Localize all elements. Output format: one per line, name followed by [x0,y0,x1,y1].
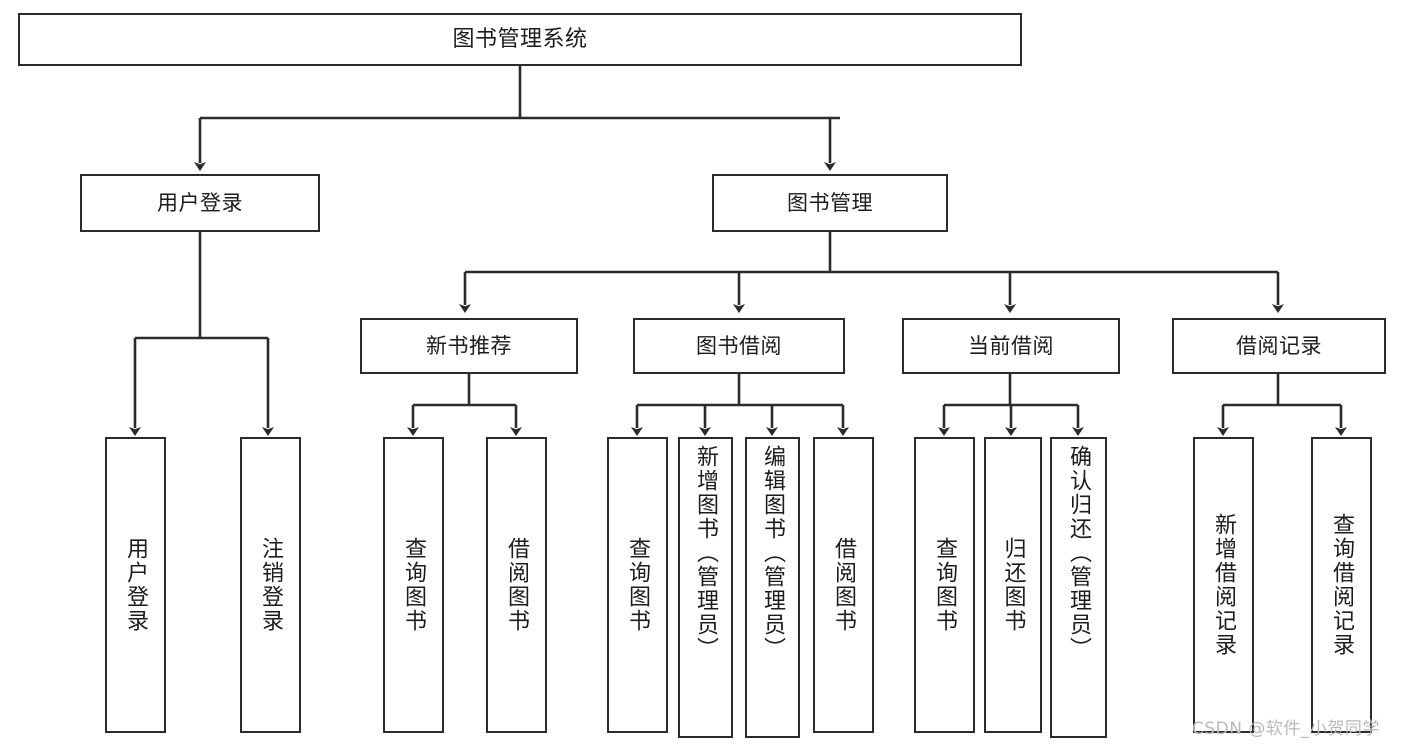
node-label: 查询图书 [401,537,427,633]
node-root-system[interactable]: 图书管理系统 [18,13,1022,66]
node-book-borrow[interactable]: 图书借阅 [633,318,845,374]
leaf-edit-book-admin[interactable]: 编辑图书（管理员） [745,437,800,738]
leaf-query-book-recommend[interactable]: 查询图书 [383,437,444,733]
leaf-user-login[interactable]: 用户登录 [105,437,166,733]
node-label: 归还图书 [1000,537,1026,633]
node-label: 当前借阅 [968,333,1054,358]
node-label: 新书推荐 [426,333,512,358]
leaf-borrow-book[interactable]: 借阅图书 [813,437,874,733]
node-label: 查询图书 [932,537,958,633]
node-borrow-records[interactable]: 借阅记录 [1172,318,1386,374]
node-label: 查询图书 [625,537,651,633]
leaf-add-book-admin[interactable]: 新增图书（管理员） [678,437,733,738]
node-label: 查询借阅记录 [1329,513,1355,657]
leaf-add-borrow-record[interactable]: 新增借阅记录 [1193,437,1254,733]
leaf-return-book[interactable]: 归还图书 [984,437,1042,733]
node-label: 新增借阅记录 [1211,513,1237,657]
node-label: 注销登录 [258,537,284,633]
node-new-book-recommend[interactable]: 新书推荐 [360,318,578,374]
leaf-borrow-book-recommend[interactable]: 借阅图书 [486,437,547,733]
node-label: 图书借阅 [696,333,782,358]
node-label: 用户登录 [157,190,243,215]
node-label: 借阅图书 [504,537,530,633]
leaf-query-book-current[interactable]: 查询图书 [914,437,975,733]
node-label: 图书管理 [787,190,873,215]
node-user-login[interactable]: 用户登录 [80,174,320,232]
node-label: 确认归还（管理员） [1066,445,1092,661]
node-label: 新增图书（管理员） [693,445,719,661]
leaf-confirm-return-admin[interactable]: 确认归还（管理员） [1050,437,1107,738]
node-label: 借阅图书 [831,537,857,633]
node-label: 用户登录 [123,537,149,633]
node-current-borrow[interactable]: 当前借阅 [902,318,1120,374]
node-label: 借阅记录 [1236,333,1322,358]
node-book-management[interactable]: 图书管理 [712,174,948,232]
csdn-watermark: CSDN @软件_小贺同学 [1192,719,1380,739]
leaf-query-borrow-record[interactable]: 查询借阅记录 [1311,437,1372,733]
leaf-logout[interactable]: 注销登录 [240,437,301,733]
node-label: 编辑图书（管理员） [760,445,786,661]
leaf-query-book-borrow[interactable]: 查询图书 [607,437,668,733]
node-label: 图书管理系统 [452,26,588,52]
